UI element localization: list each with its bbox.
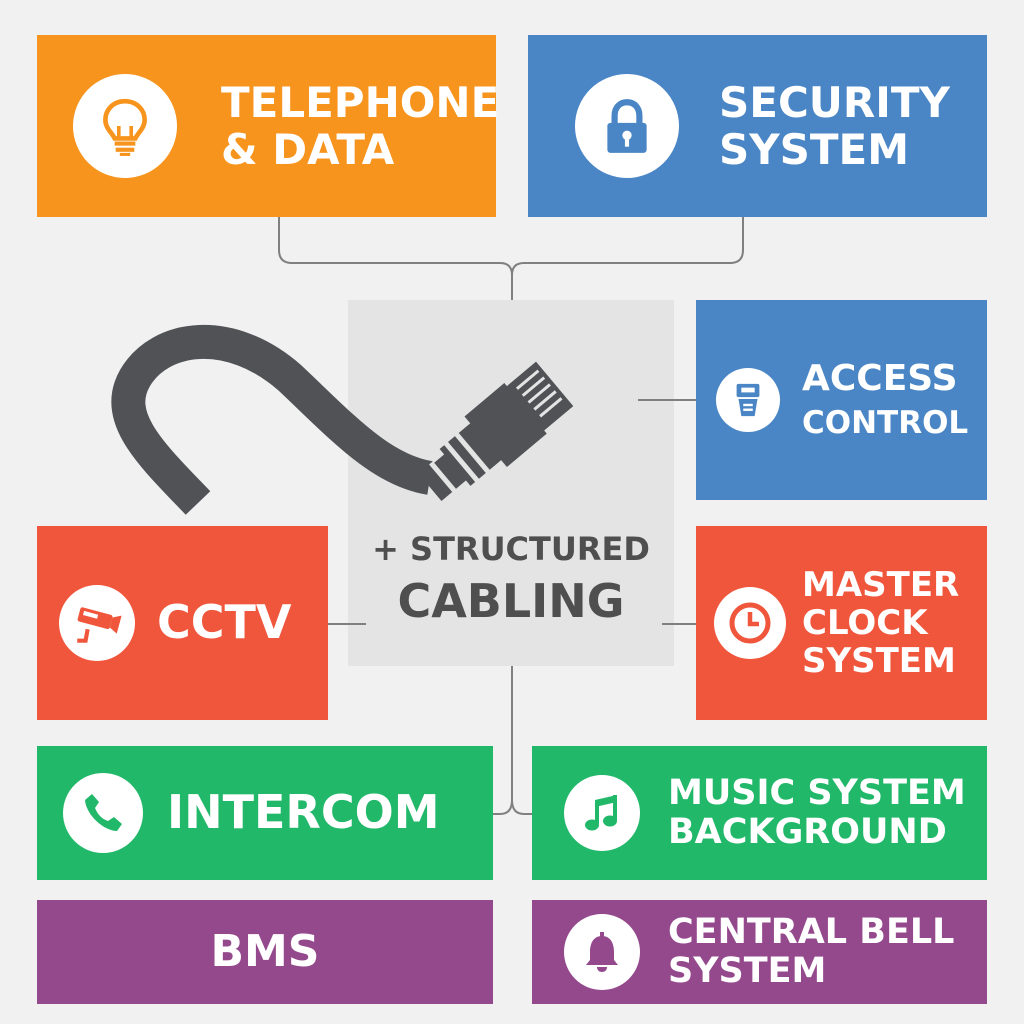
cctv-line1: CCTV [157, 595, 292, 650]
camera-icon [59, 585, 135, 661]
music-note-icon [564, 775, 640, 851]
telephone-data-label: TELEPHONE & DATA [221, 79, 499, 173]
center-label: + STRUCTURED CABLING [348, 530, 674, 628]
connector-bottom [493, 666, 532, 815]
master-clock-label: MASTER CLOCK SYSTEM [802, 566, 959, 680]
telephone-data-line2: & DATA [221, 125, 395, 174]
bms-box: BMS [37, 900, 493, 1004]
intercom-box: INTERCOM [37, 746, 493, 880]
telephone-data-box: TELEPHONE & DATA [37, 35, 499, 217]
music-system-box: MUSIC SYSTEM BACKGROUND [532, 746, 987, 880]
card-reader-icon [716, 368, 780, 432]
connectors [278, 217, 744, 815]
security-system-line1: SECURITY [719, 77, 950, 127]
music-system-line1: MUSIC SYSTEM [668, 772, 966, 813]
music-system-line2: BACKGROUND [668, 812, 947, 852]
cctv-box: CCTV [37, 526, 328, 720]
bell-icon [564, 914, 640, 990]
intercom-line1: INTERCOM [167, 785, 440, 840]
access-control-line1: ACCESS [802, 358, 958, 400]
central-bell-line2: SYSTEM [668, 951, 827, 991]
center-label-line2: CABLING [397, 574, 625, 628]
music-system-label: MUSIC SYSTEM BACKGROUND [668, 772, 966, 852]
connector-top [278, 217, 744, 300]
central-bell-label: CENTRAL BELL SYSTEM [668, 911, 955, 991]
master-clock-box: MASTER CLOCK SYSTEM [696, 526, 987, 720]
access-control-box: ACCESS CONTROL [696, 300, 987, 500]
lightbulb-icon [73, 74, 177, 178]
phone-icon [63, 773, 143, 853]
access-control-label: ACCESS CONTROL [802, 359, 968, 440]
center-label-line1: + STRUCTURED [372, 530, 650, 568]
cctv-label: CCTV [157, 597, 292, 649]
telephone-data-line1: TELEPHONE [221, 77, 500, 127]
security-system-box: SECURITY SYSTEM [528, 35, 987, 217]
padlock-icon [575, 74, 679, 178]
ethernet-cable-icon [111, 324, 574, 515]
security-system-line2: SYSTEM [719, 125, 910, 174]
central-bell-box: CENTRAL BELL SYSTEM [532, 900, 987, 1004]
intercom-label: INTERCOM [167, 787, 439, 839]
clock-icon [714, 587, 786, 659]
master-clock-line3: SYSTEM [802, 641, 956, 682]
security-system-label: SECURITY SYSTEM [719, 79, 950, 173]
central-bell-line1: CENTRAL BELL [668, 911, 955, 952]
master-clock-line1: MASTER [802, 564, 960, 605]
bms-label: BMS [210, 926, 320, 978]
master-clock-line2: CLOCK [802, 602, 928, 643]
access-control-line2: CONTROL [802, 404, 969, 441]
